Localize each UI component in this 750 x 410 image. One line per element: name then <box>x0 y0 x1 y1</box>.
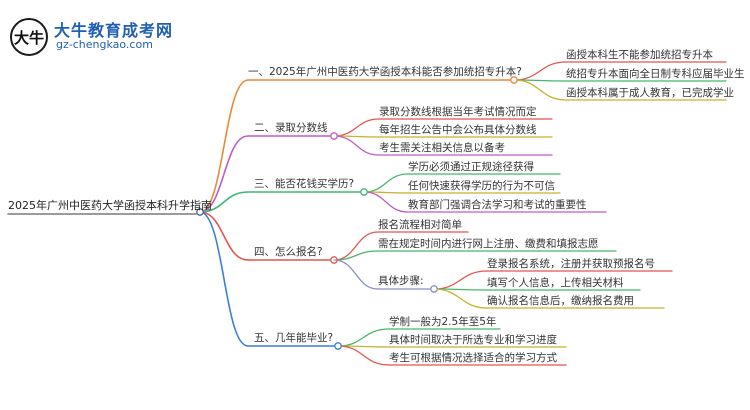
branch-4-sub-leaf-1: 登录报名系统，注册并获取预报名号 <box>487 258 655 270</box>
branch-2-connector <box>199 135 249 213</box>
site-logo[interactable]: 大牛 大牛教育成考网 gz-chengkao.com <box>10 14 200 56</box>
root-node: 2025年广州中医药大学函授本科升学指南 <box>8 199 212 212</box>
branch-4-sub-leaf-1-connector <box>433 270 488 290</box>
branch-4-leaf-1: 报名流程相对简单 <box>378 219 462 231</box>
branch-1-leaf-1: 函授本科生不能参加统招专升本 <box>566 49 713 61</box>
branch-3-leaf-1: 学历必须通过正规途径获得 <box>408 161 534 173</box>
branch-4-sub-node <box>430 285 438 293</box>
logo-subtitle: gz-chengkao.com <box>56 38 153 51</box>
branch-1-connector <box>199 79 249 213</box>
branch-2-leaf-3: 考生需关注相关信息以备考 <box>379 142 505 154</box>
branch-5-leaf-3: 考生可根据情况选择适合的学习方式 <box>389 352 557 364</box>
branch-1-label: 一、2025年广州中医药大学函授本科能否参加统招专升本? <box>248 66 522 78</box>
branch-4-label: 四、怎么报名? <box>254 246 323 258</box>
branch-2-node <box>330 132 338 140</box>
branch-1-leaf-3: 函授本科属于成人教育，已完成学业 <box>566 87 734 99</box>
branch-4-sub-connector <box>333 259 379 290</box>
branch-2-leaf-3-connector <box>333 135 380 156</box>
branch-2-label: 二、录取分数线 <box>254 122 328 134</box>
branch-1-leaf-2: 统招专升本面向全日制专科应届毕业生 <box>566 68 745 80</box>
branch-4-sub-leaf-2: 填写个人信息，上传相关材料 <box>487 277 624 289</box>
branch-2-leaf-1-connector <box>333 118 380 137</box>
branch-3-leaf-2: 任何快速获得学历的行为不可信 <box>408 180 555 192</box>
branch-4-leaf-2-connector <box>333 250 379 261</box>
branch-4-sub-leaf-3: 确认报名信息后，缴纳报名费用 <box>487 295 634 307</box>
branch-3-leaf-3: 教育部门强调合法学习和考试的重要性 <box>408 199 587 211</box>
logo-mark: 大牛 <box>10 18 48 56</box>
branch-1-node <box>510 76 518 84</box>
branch-1-leaf-3-connector <box>513 79 567 101</box>
branch-4-leaf-2: 需在规定时间内进行网上注册、缴费和填报志愿 <box>378 238 599 250</box>
branch-4-connector <box>199 211 249 261</box>
branch-3-label: 三、能否花钱买学历? <box>254 178 355 190</box>
branch-5-connector <box>199 211 249 347</box>
logo-title: 大牛教育成考网 <box>54 21 174 40</box>
branch-3-leaf-1-connector <box>363 173 409 193</box>
branch-5-leaf-2: 具体时间取决于所选专业和学习进度 <box>389 334 557 346</box>
branch-3-connector <box>199 191 249 213</box>
branch-2-leaf-2: 每年招生公告中会公布具体分数线 <box>379 124 537 136</box>
branch-4-sub-leaf-3-connector <box>433 288 488 309</box>
branch-3-node <box>360 188 368 196</box>
root-node-dot <box>196 208 204 216</box>
branch-5-label: 五、几年能毕业? <box>254 332 334 344</box>
branch-5-leaf-1: 学制一般为2.5年至5年 <box>389 316 497 328</box>
branch-5-leaf-1-connector <box>337 328 390 347</box>
branch-5-leaf-3-connector <box>337 345 390 366</box>
branch-2-leaf-1: 录取分数线根据当年考试情况而定 <box>379 106 537 118</box>
branch-4-sub-label: 具体步骤: <box>378 275 424 287</box>
branch-5-node <box>334 342 342 350</box>
branch-3-leaf-3-connector <box>363 191 409 213</box>
